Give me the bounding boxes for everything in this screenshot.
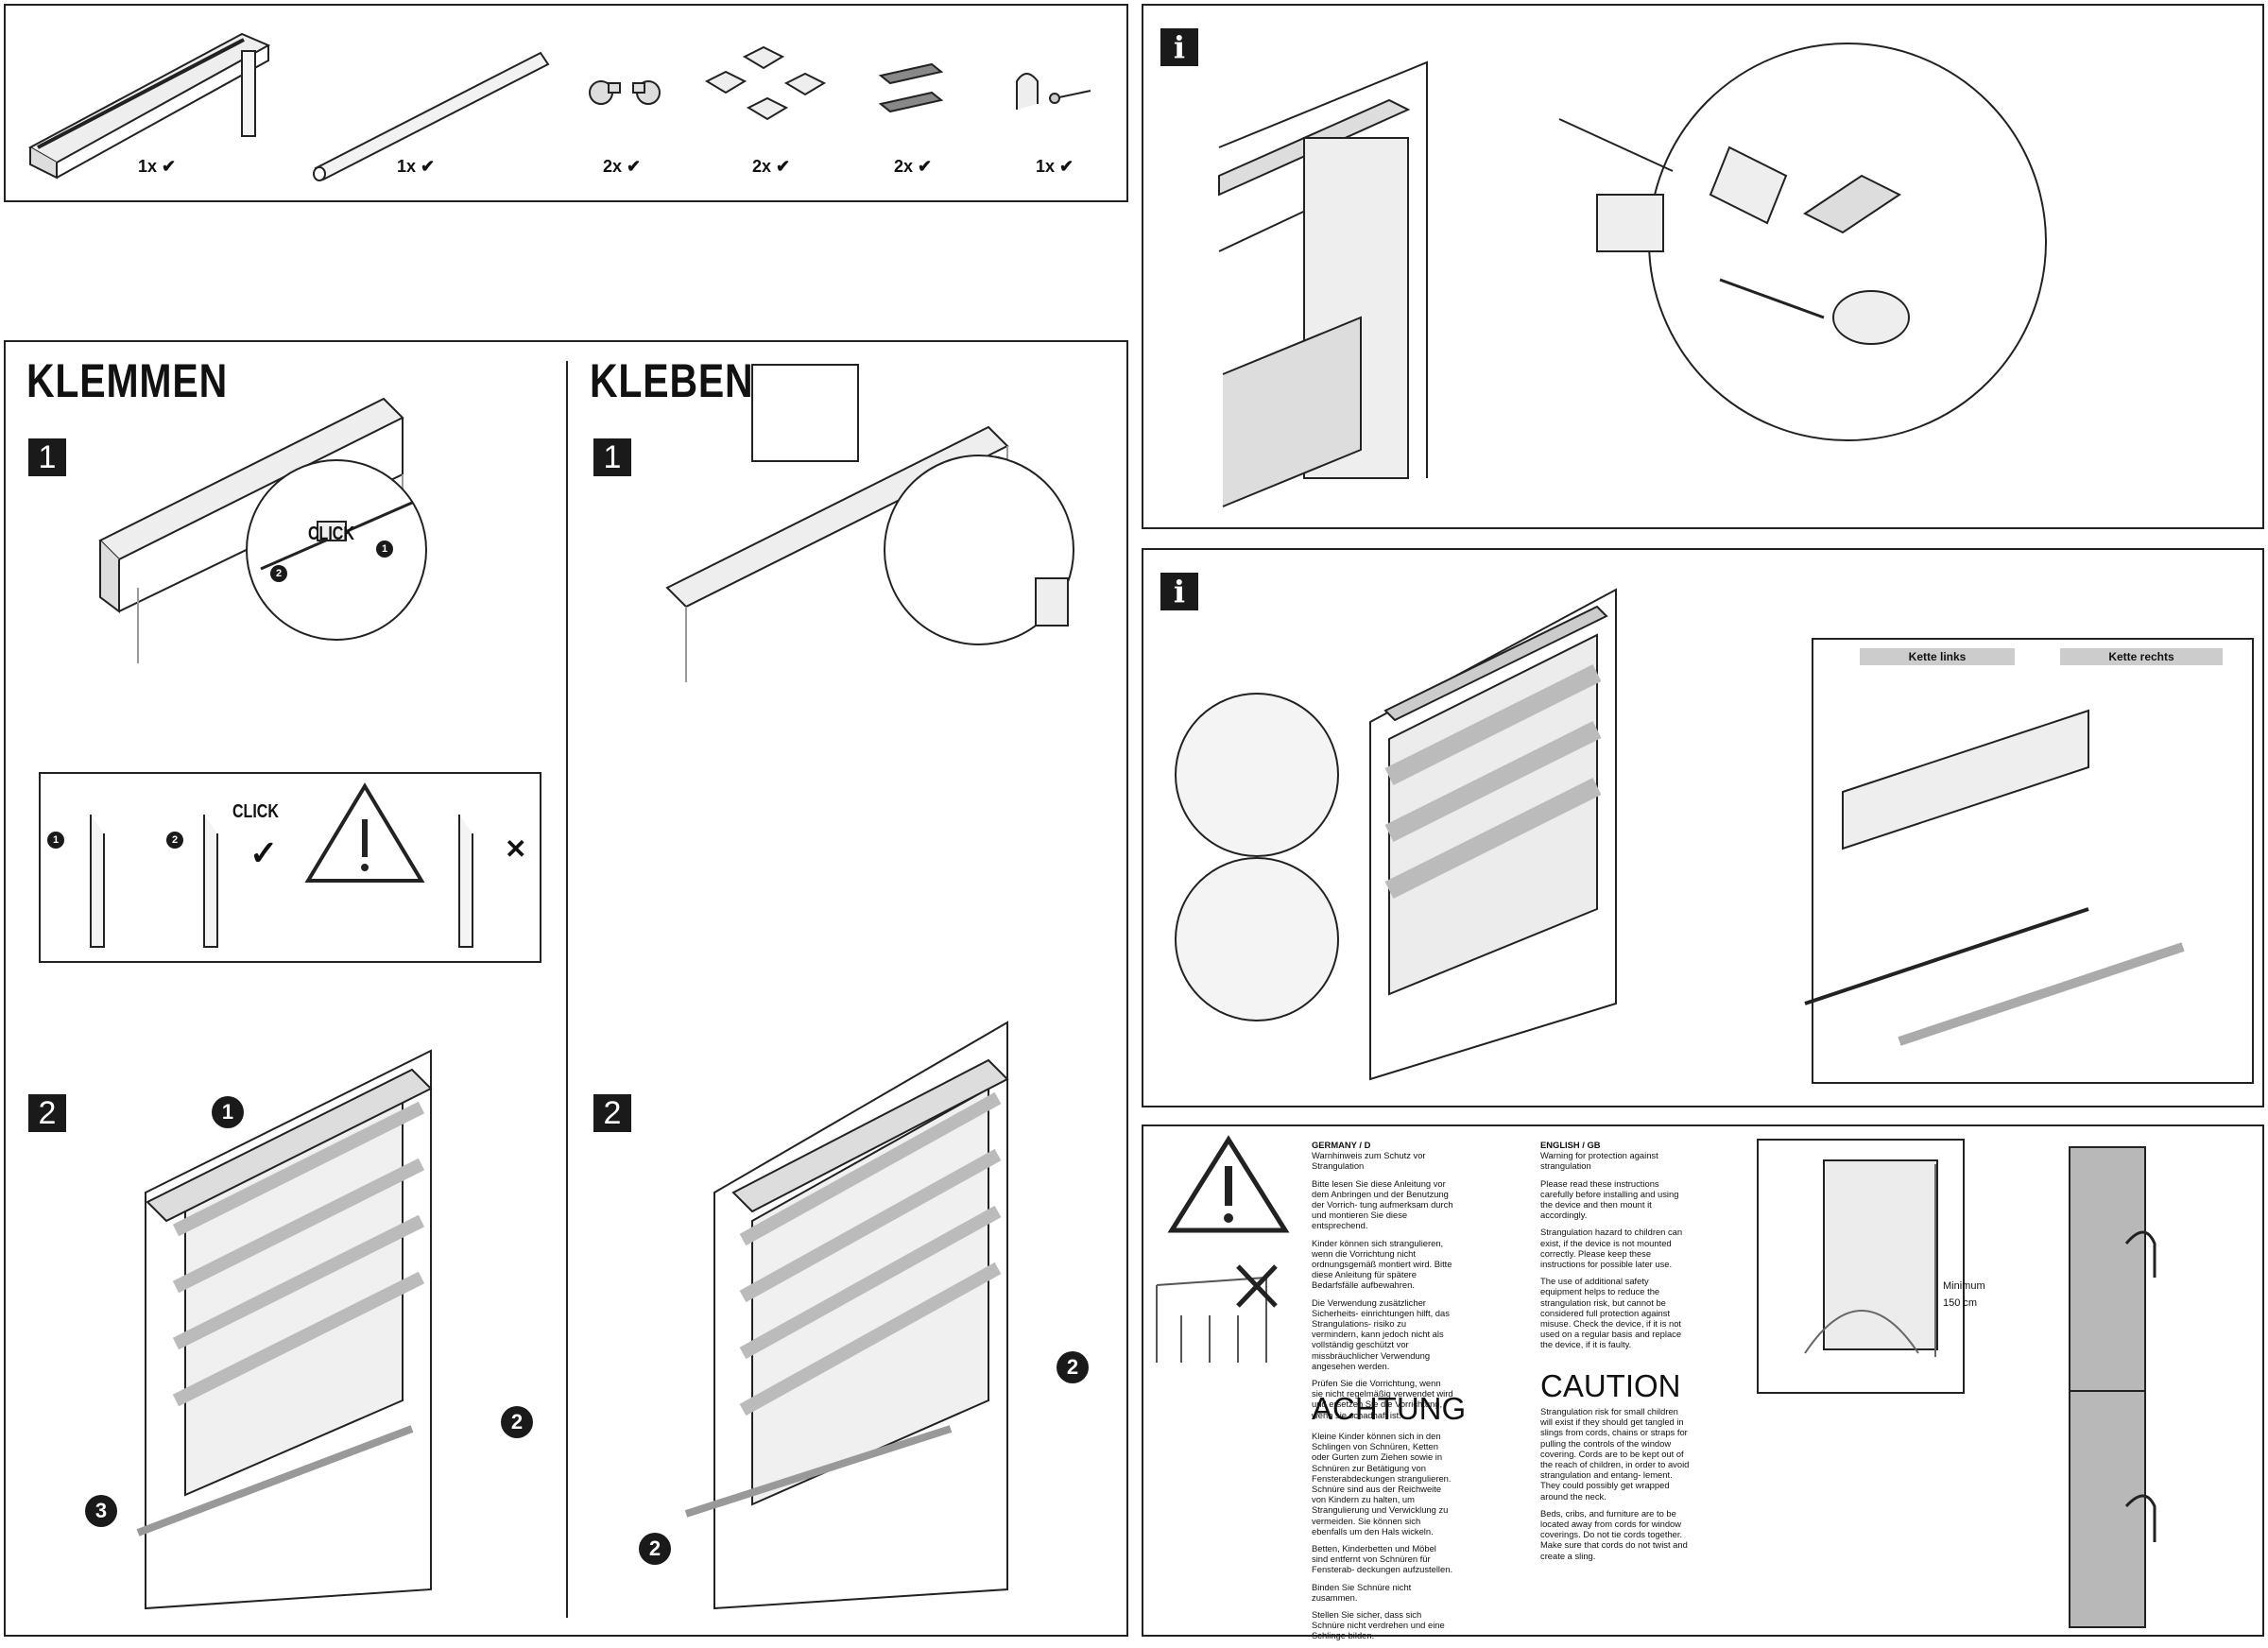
- warning-panel: GERMANY / D Warnhinweis zum Schutz vor S…: [1142, 1124, 2264, 1640]
- cassette-rail-icon: [27, 32, 271, 180]
- german-warning-column-2: Kleine Kinder können sich in den Schling…: [1312, 1431, 1453, 1648]
- german-p8: Stellen Sie sicher, dass sich Schnüre ni…: [1312, 1609, 1445, 1641]
- english-warning-column: ENGLISH / GB Warning for protection agai…: [1540, 1140, 1692, 1357]
- klemmen-step2-drawing: [136, 1049, 433, 1610]
- part-qty-rail: 1x ✔: [138, 157, 177, 176]
- english-heading: Warning for protection against strangula…: [1540, 1150, 1658, 1172]
- kleben-title: KLEBEN: [590, 354, 754, 407]
- klemmen-click-label: CLICK: [308, 524, 354, 544]
- installation-panel: KLEMMEN 1 CLICK 2 1 1 2 CLICK ✓ ✕ 2 1 2 …: [4, 340, 1128, 1637]
- english-p3: The use of additional safety equipment h…: [1540, 1276, 1682, 1350]
- klemmen-marker-a: 2: [270, 565, 287, 582]
- kleben-step2-marker-right: 2: [1057, 1351, 1089, 1383]
- minimum-value: 150 cm: [1943, 1297, 1978, 1309]
- german-warning-column: GERMANY / D Warnhinweis zum Schutz vor S…: [1312, 1140, 1453, 1427]
- part-qty-bar: 1x ✔: [397, 157, 436, 176]
- english-p2: Strangulation hazard to children can exi…: [1540, 1227, 1683, 1270]
- part-qty-caps: 2x ✔: [603, 157, 642, 176]
- part-qty-pads: 2x ✔: [894, 157, 933, 176]
- info-panel-clips: i: [1142, 4, 2264, 529]
- weight-bar-icon: [313, 51, 550, 181]
- part-qty-holder: 1x ✔: [1036, 157, 1074, 176]
- kleben-step1-drawing: [665, 364, 1074, 682]
- klemmen-step1-drawing: [98, 397, 427, 663]
- end-caps-icon: [589, 80, 661, 105]
- kleben-step2-marker-left: 2: [639, 1533, 671, 1565]
- klemmen-step2-marker-2: 2: [501, 1406, 533, 1438]
- installation-illustrations: [39, 361, 1074, 1618]
- klemmen-detail-drawing: [39, 772, 541, 963]
- detail-click-label: CLICK: [232, 801, 279, 822]
- detail-step-2: 2: [166, 832, 183, 849]
- part-qty-clips: 2x ✔: [752, 157, 791, 176]
- german-p6: Betten, Kinderbetten und Möbel sind entf…: [1312, 1543, 1453, 1575]
- klemmen-step1-number: 1: [28, 438, 66, 476]
- klemmen-step2-marker-1: 1: [212, 1096, 244, 1128]
- caution-heading: CAUTION: [1540, 1368, 1681, 1403]
- german-country: GERMANY / D: [1312, 1140, 1371, 1150]
- achtung-heading: ACHTUNG: [1312, 1391, 1467, 1426]
- english-p1: Please read these instructions carefully…: [1540, 1177, 1679, 1221]
- german-p3: Die Verwendung zusätzlicher Sicherheits-…: [1312, 1296, 1450, 1371]
- chain-right-label: Kette rechts: [2060, 648, 2223, 665]
- parts-illustrations: [27, 32, 1091, 181]
- detail-correct-mark: ✓: [249, 833, 279, 872]
- chain-holder-screw-icon: [1016, 73, 1091, 110]
- german-p1: Bitte lesen Sie diese Anleitung vor dem …: [1312, 1177, 1453, 1231]
- chain-left-label: Kette links: [1860, 648, 2015, 665]
- detail-step-1: 1: [47, 832, 64, 849]
- kleben-step2-number: 2: [593, 1094, 631, 1132]
- english-warning-column-2: Strangulation risk for small children wi…: [1540, 1406, 1692, 1568]
- info-icon-1: i: [1160, 28, 1198, 66]
- german-p4: Prüfen Sie die Vorrichtung, wenn sie nic…: [1312, 1378, 1453, 1420]
- kleben-step1-number: 1: [593, 438, 631, 476]
- kleben-step2-drawing: [684, 1021, 1009, 1610]
- klemmen-step2-marker-3: 3: [85, 1495, 117, 1527]
- english-p4: Strangulation risk for small children wi…: [1540, 1406, 1690, 1502]
- detail-wrong-mark: ✕: [505, 834, 527, 864]
- klemmen-title: KLEMMEN: [26, 354, 229, 407]
- german-heading: Warnhinweis zum Schutz vor Strangulation: [1312, 1150, 1426, 1172]
- info-panel-chain: i Kette links Kette rechts: [1142, 548, 2264, 1107]
- info-clips-illustration: [1218, 43, 2047, 507]
- english-p5: Beds, cribs, and furniture are to be loc…: [1540, 1507, 1688, 1561]
- german-p7: Binden Sie Schnüre nicht zusammen.: [1312, 1581, 1412, 1603]
- german-p5: Kleine Kinder können sich in den Schling…: [1312, 1431, 1452, 1536]
- klemmen-marker-b: 1: [376, 541, 393, 558]
- info-icon-2: i: [1160, 573, 1198, 610]
- english-country: ENGLISH / GB: [1540, 1140, 1601, 1150]
- klemmen-step2-number: 2: [28, 1094, 66, 1132]
- german-p2: Kinder können sich strangulieren, wenn d…: [1312, 1237, 1452, 1291]
- adhesive-pads-icon: [878, 62, 944, 113]
- minimum-label: Minimum: [1943, 1280, 1985, 1292]
- info-chain-illustration: [1175, 588, 2254, 1084]
- mounting-clips-icon: [704, 45, 827, 121]
- warning-illustrations: [1156, 1135, 2156, 1628]
- parts-panel: 1x ✔ 1x ✔ 2x ✔ 2x ✔ 2x ✔ 1x ✔: [4, 4, 1128, 202]
